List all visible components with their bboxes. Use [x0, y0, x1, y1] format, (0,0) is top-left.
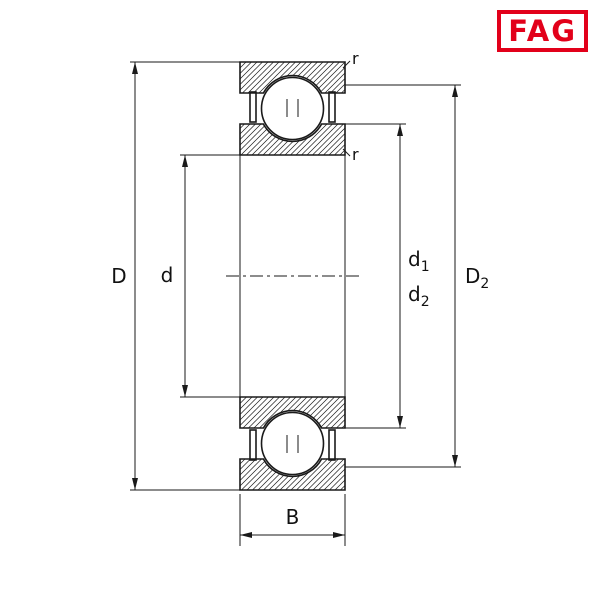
label-d1-base: d	[408, 247, 421, 271]
fag-logo-text: FAG	[508, 14, 577, 48]
dimension-B: B	[239, 494, 346, 546]
label-D2-base: D	[465, 264, 480, 288]
ball-bottom	[260, 411, 325, 476]
cage-top	[286, 99, 299, 117]
inner-ring-top-section	[239, 123, 346, 156]
annotation-r-inner: r	[342, 145, 359, 164]
label-d2: d2	[408, 282, 430, 310]
dimension-D2: D2	[345, 84, 489, 468]
label-outer-diameter-D: D	[111, 264, 126, 288]
leader-line	[342, 148, 351, 157]
label-chamfer-inner-r: r	[352, 145, 359, 164]
shield-left-top	[249, 91, 257, 123]
annotation-r-outer: r	[342, 49, 359, 69]
shield-left-bottom	[249, 429, 257, 461]
dimension-D: D	[111, 61, 240, 491]
dimension-annotations: D d d1 d2 D2	[111, 49, 489, 546]
cage-bottom	[286, 435, 299, 453]
label-d1-sub: 1	[421, 259, 430, 275]
leader-line	[342, 60, 351, 69]
label-width-B: B	[286, 505, 300, 529]
inner-ring-bottom-section	[239, 396, 346, 429]
dimension-d1-d2: d1 d2	[345, 123, 430, 429]
label-d1: d1	[408, 247, 430, 275]
outer-ring-bottom-section	[239, 458, 346, 491]
label-chamfer-outer-r: r	[352, 49, 359, 68]
label-bore-diameter-d: d	[161, 263, 174, 287]
shield-right-top	[328, 91, 336, 123]
bearing-cross-section	[226, 61, 359, 491]
fag-logo: FAG	[497, 10, 588, 52]
label-D2: D2	[465, 264, 489, 292]
label-d2-sub: 2	[421, 294, 430, 310]
ball-top	[260, 76, 325, 141]
label-D2-sub: 2	[480, 276, 489, 292]
dimension-d: d	[161, 154, 240, 398]
label-d2-base: d	[408, 282, 421, 306]
outer-ring-top-section	[239, 61, 346, 94]
shield-right-bottom	[328, 429, 336, 461]
